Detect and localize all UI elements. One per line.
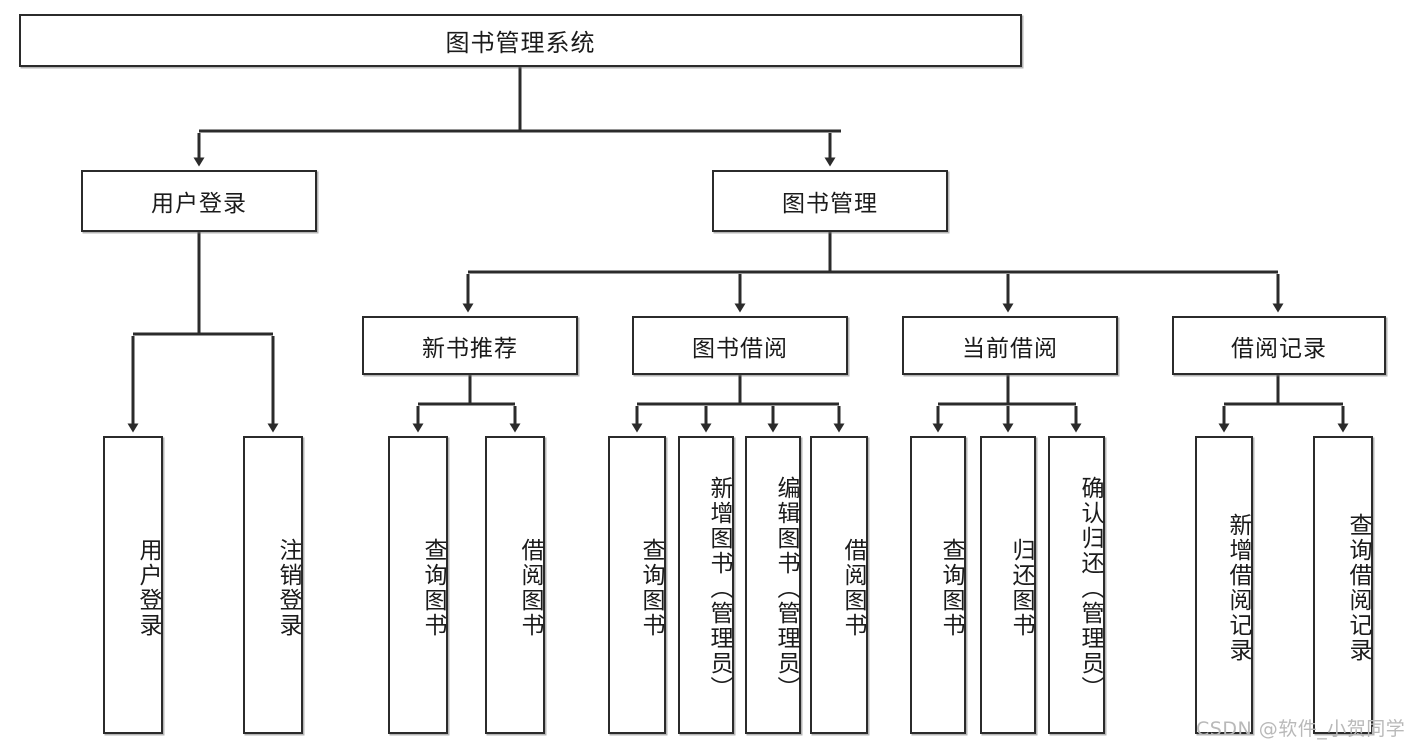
node-leaf-query-book-3[interactable]: 查询图书	[910, 436, 966, 734]
node-leaf-add-book[interactable]: 新增图书（管理员）	[678, 436, 734, 734]
node-leaf-borrow-book-2[interactable]: 借阅图书	[810, 436, 868, 734]
node-leaf-borrow-book-1[interactable]: 借阅图书	[485, 436, 545, 734]
node-current-borrow[interactable]: 当前借阅	[902, 316, 1118, 375]
node-leaf-add-record[interactable]: 新增借阅记录	[1195, 436, 1253, 734]
node-leaf-edit-book[interactable]: 编辑图书（管理员）	[745, 436, 801, 734]
node-book-borrow[interactable]: 图书借阅	[632, 316, 848, 375]
node-leaf-user-logout[interactable]: 注销登录	[243, 436, 303, 734]
node-leaf-user-login[interactable]: 用户登录	[103, 436, 163, 734]
node-leaf-confirm-return[interactable]: 确认归还（管理员）	[1048, 436, 1105, 734]
node-new-book-rec[interactable]: 新书推荐	[362, 316, 578, 375]
watermark-text: CSDN @软件_小贺同学	[1196, 718, 1405, 740]
node-leaf-query-book-1[interactable]: 查询图书	[388, 436, 448, 734]
node-leaf-return-book[interactable]: 归还图书	[980, 436, 1036, 734]
node-borrow-record[interactable]: 借阅记录	[1172, 316, 1386, 375]
node-root[interactable]: 图书管理系统	[19, 14, 1022, 67]
node-leaf-query-record[interactable]: 查询借阅记录	[1313, 436, 1373, 734]
node-book-manage[interactable]: 图书管理	[712, 170, 948, 232]
node-leaf-query-book-2[interactable]: 查询图书	[608, 436, 666, 734]
node-user-login[interactable]: 用户登录	[81, 170, 317, 232]
